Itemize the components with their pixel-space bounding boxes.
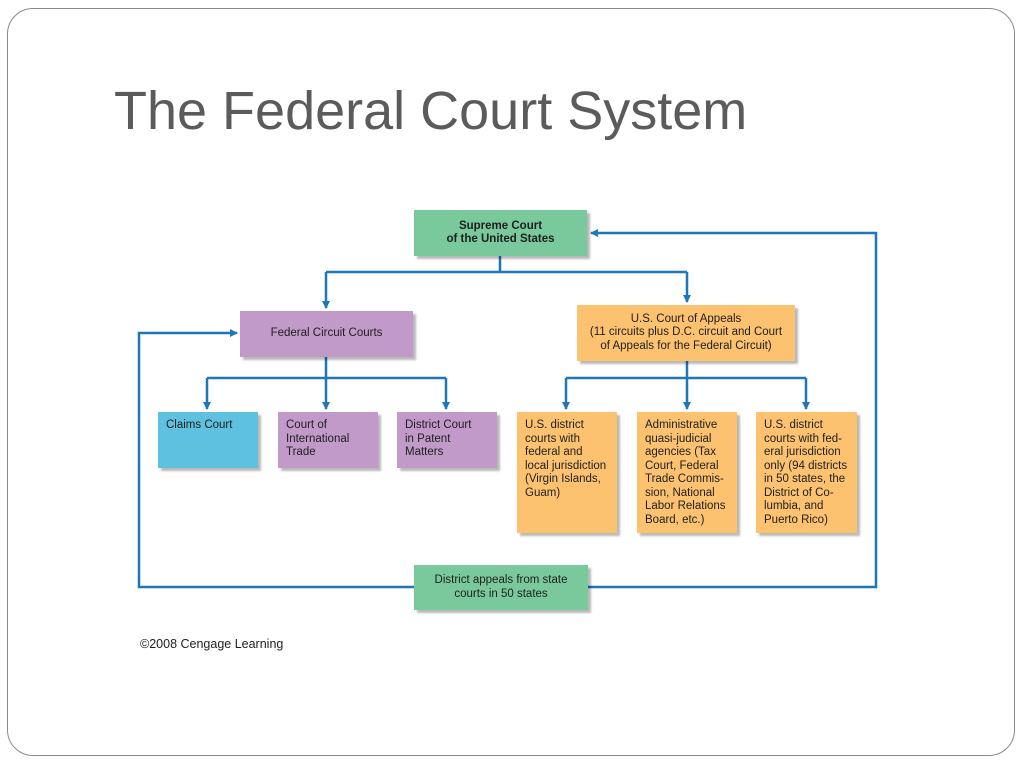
node-claims-court: Claims Court [158,412,258,468]
node-court-of-international-trade-label: Court of International Trade [286,419,350,458]
slide-title: The Federal Court System [114,81,748,141]
node-court-of-appeals: U.S. Court of Appeals (11 circuits plus … [577,305,795,361]
slide-frame [7,8,1015,756]
node-district-courts-federal-only-label: U.S. district courts with fed- eral juri… [764,419,848,526]
connector-supreme-split [326,256,687,274]
connector-federal-circuit-split [207,357,446,380]
arrow-state-appeals-to-federal-circuit [137,329,414,589]
node-district-courts-federal-local: U.S. district courts with federal and lo… [517,412,617,533]
node-federal-circuit-courts-label: Federal Circuit Courts [270,327,383,340]
node-district-court-patent: District Court in Patent Matters [397,412,497,468]
node-administrative-agencies-label: Administrative quasi-judicial agencies (… [645,419,726,526]
node-supreme-court: Supreme Court of the United States [414,210,587,256]
node-district-appeals-state: District appeals from state courts in 50… [414,565,588,610]
node-district-court-patent-label: District Court in Patent Matters [405,419,472,458]
arrow-state-appeals-to-supreme-court [588,229,878,589]
node-district-courts-federal-local-label: U.S. district courts with federal and lo… [525,419,607,499]
node-court-of-international-trade: Court of International Trade [278,412,378,468]
node-district-appeals-state-label: District appeals from state courts in 50… [434,574,568,600]
copyright-notice: ©2008 Cengage Learning [140,637,284,651]
connector-appeals-split [566,361,806,380]
node-federal-circuit-courts: Federal Circuit Courts [240,311,413,357]
node-district-courts-federal-only: U.S. district courts with fed- eral juri… [756,412,857,533]
node-claims-court-label: Claims Court [166,419,233,431]
node-court-of-appeals-label: U.S. Court of Appeals (11 circuits plus … [589,312,783,352]
node-administrative-agencies: Administrative quasi-judicial agencies (… [637,412,737,533]
node-supreme-court-label: Supreme Court of the United States [446,219,555,246]
